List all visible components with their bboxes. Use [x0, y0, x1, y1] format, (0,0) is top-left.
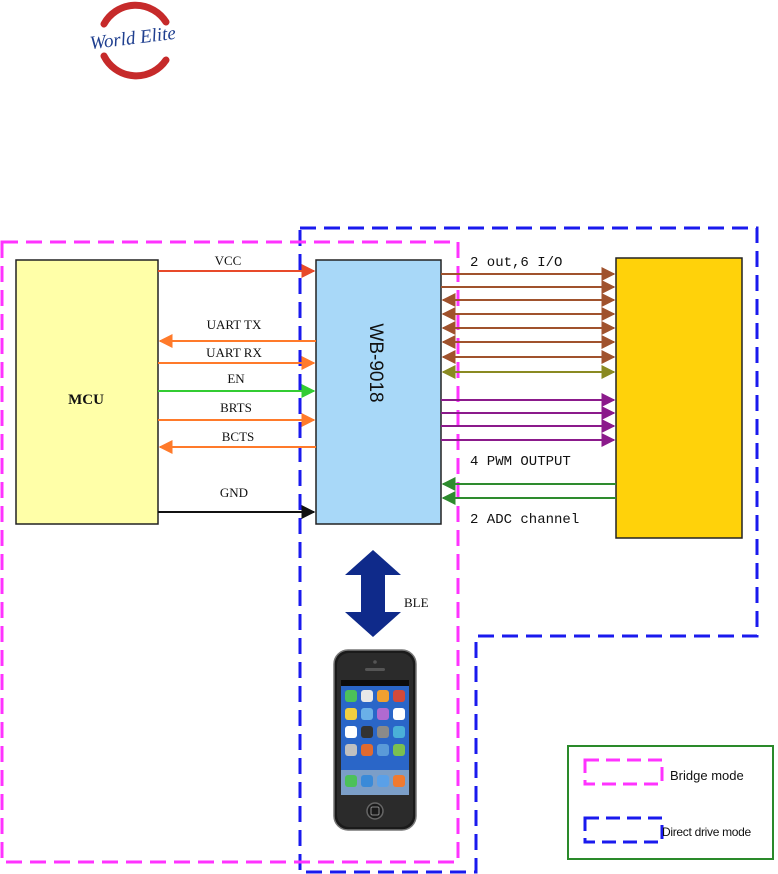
smartphone-icon — [334, 650, 416, 830]
adc-label: 2 ADC channel — [470, 512, 579, 528]
en-label: EN — [227, 371, 245, 386]
gnd-label: GND — [220, 485, 248, 500]
legend: Bridge mode Direct drive mode — [568, 746, 773, 859]
legend-frame — [568, 746, 773, 859]
module-label: WB-9018 — [365, 323, 386, 402]
world-elite-logo: World Elite — [89, 5, 177, 76]
peripheral-block — [616, 258, 742, 538]
ble-label: BLE — [404, 595, 429, 610]
vcc-label: VCC — [215, 253, 242, 268]
gpio-label: 2 out,6 I/O — [470, 255, 562, 271]
uart-rx-label: UART RX — [206, 345, 262, 360]
brts-label: BRTS — [220, 400, 252, 415]
mcu-label: MCU — [68, 392, 104, 408]
uart-tx-label: UART TX — [207, 317, 262, 332]
pwm-label: 4 PWM OUTPUT — [470, 454, 571, 470]
legend-label-bridge: Bridge mode — [670, 768, 744, 783]
ble-double-arrow-icon — [345, 550, 401, 637]
legend-label-direct: Direct drive mode — [662, 825, 752, 839]
logo-text: World Elite — [89, 23, 177, 54]
bcts-label: BCTS — [222, 429, 255, 444]
